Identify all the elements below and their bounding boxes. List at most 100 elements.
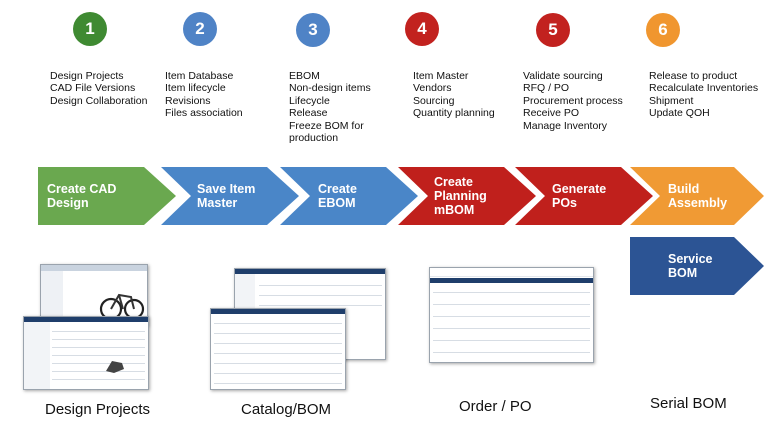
label-line: Create — [434, 175, 473, 189]
step-4-item: Vendors — [413, 82, 452, 95]
process-arrow-save-item — [161, 167, 299, 225]
step-2-item: Revisions — [165, 94, 211, 107]
window-header — [211, 309, 345, 314]
arrow-shape — [398, 167, 536, 225]
catalog-bom-screenshot-front — [210, 308, 346, 390]
step-2-list: Item Database Item lifecycle Revisions F… — [165, 70, 243, 120]
step-5-item: Validate sourcing — [523, 70, 603, 82]
table-row — [433, 304, 590, 305]
step-circle-4: 4 — [405, 12, 439, 46]
table-row — [52, 379, 145, 380]
process-arrow-create-mbom — [398, 167, 536, 225]
step-4-list: Item Master Vendors Sourcing Quantity pl… — [413, 70, 495, 120]
step-5-item: Manage Inventory — [523, 119, 608, 132]
arrow-shape — [630, 167, 764, 225]
label-line: Create — [318, 182, 357, 196]
step-3-item: Freeze BOM for — [289, 119, 364, 132]
step-4-item: Sourcing — [413, 94, 455, 107]
table-row — [214, 363, 342, 364]
order-po-screenshot — [429, 267, 594, 363]
table-row — [214, 343, 342, 344]
step-2-item: Files association — [165, 107, 243, 120]
step-circle-5: 5 — [536, 13, 570, 47]
label-line: Master — [197, 196, 238, 210]
step-5-item: RFQ / PO — [523, 82, 570, 95]
arrow-shape — [515, 167, 653, 225]
step-6-item: Update QOH — [649, 107, 710, 120]
step-1-list: Design Projects CAD File Versions Design… — [50, 70, 147, 107]
window-sidebar — [41, 271, 63, 325]
process-arrow-service-bom — [630, 237, 764, 295]
process-label-create-mbom: Create Planning mBOM — [434, 175, 487, 217]
table-row — [214, 373, 342, 374]
step-4-item: Item Master — [413, 70, 469, 82]
process-arrow-build-assembly — [630, 167, 764, 225]
process-arrow-generate-pos — [515, 167, 653, 225]
label-line: Service — [668, 252, 713, 266]
caption-order-po: Order / PO — [459, 398, 532, 415]
step-5-list: Validate sourcing RFQ / PO Procurement p… — [523, 70, 623, 132]
table-row — [259, 295, 382, 296]
step-6-item: Shipment — [649, 94, 694, 107]
step-5-item: Procurement process — [523, 94, 623, 107]
table-row — [52, 363, 145, 364]
table-row — [433, 352, 590, 353]
table-row — [214, 353, 342, 354]
arrow-shape — [280, 167, 418, 225]
step-circle-2: 2 — [183, 12, 217, 46]
table-row — [214, 333, 342, 334]
arrow-shape — [38, 167, 176, 225]
table-row — [433, 292, 590, 293]
step-3-item: EBOM — [289, 70, 320, 82]
window-topbar — [430, 268, 593, 277]
arrow-shape — [630, 237, 764, 295]
step-circle-1: 1 — [73, 12, 107, 46]
process-label-build-assembly: Build Assembly — [668, 182, 727, 210]
step-2-item: Item Database — [165, 70, 234, 82]
step-5-item: Receive PO — [523, 107, 580, 120]
table-row — [52, 339, 145, 340]
table-row — [52, 347, 145, 348]
step-6-item: Recalculate Inventories — [649, 82, 759, 95]
label-line: BOM — [668, 266, 698, 280]
part-thumbnail-icon — [106, 361, 124, 373]
step-3-item: production — [289, 132, 339, 145]
table-row — [433, 328, 590, 329]
label-line: POs — [552, 196, 578, 210]
window-header — [235, 269, 385, 274]
label-line: Design — [47, 196, 89, 210]
table-row — [259, 285, 382, 286]
process-label-service-bom: Service BOM — [668, 252, 712, 280]
label-line: EBOM — [318, 196, 356, 210]
label-line: Planning — [434, 189, 487, 203]
process-label-generate-pos: Generate POs — [552, 182, 606, 210]
label-line: Create CAD — [47, 182, 117, 196]
arrow-shape — [161, 167, 299, 225]
process-label-create-ebom: Create EBOM — [318, 182, 357, 210]
label-line: Assembly — [668, 196, 728, 210]
step-3-item: Lifecycle — [289, 94, 330, 107]
window-sidebar — [24, 322, 50, 389]
table-header — [430, 278, 593, 283]
step-6-list: Release to product Recalculate Inventori… — [649, 70, 758, 120]
table-row — [214, 383, 342, 384]
design-projects-table-screenshot — [23, 316, 149, 390]
step-2-item: Item lifecycle — [165, 82, 226, 95]
step-4-item: Quantity planning — [413, 107, 495, 120]
table-row — [214, 323, 342, 324]
step-1-item: CAD File Versions — [50, 82, 136, 95]
table-row — [259, 305, 382, 306]
label-line: Save Item — [197, 182, 256, 196]
table-row — [52, 331, 145, 332]
step-6-item: Release to product — [649, 70, 738, 82]
label-line: Build — [668, 182, 700, 196]
step-circle-6: 6 — [646, 13, 680, 47]
label-line: mBOM — [434, 203, 475, 217]
step-3-list: EBOM Non-design items Lifecycle Release … — [289, 70, 371, 144]
process-label-save-item: Save Item Master — [197, 182, 255, 210]
process-arrow-create-ebom — [280, 167, 418, 225]
caption-serial-bom: Serial BOM — [650, 395, 727, 412]
window-header — [24, 317, 148, 322]
step-1-item: Design Projects — [50, 70, 124, 82]
step-3-item: Non-design items — [289, 82, 371, 95]
